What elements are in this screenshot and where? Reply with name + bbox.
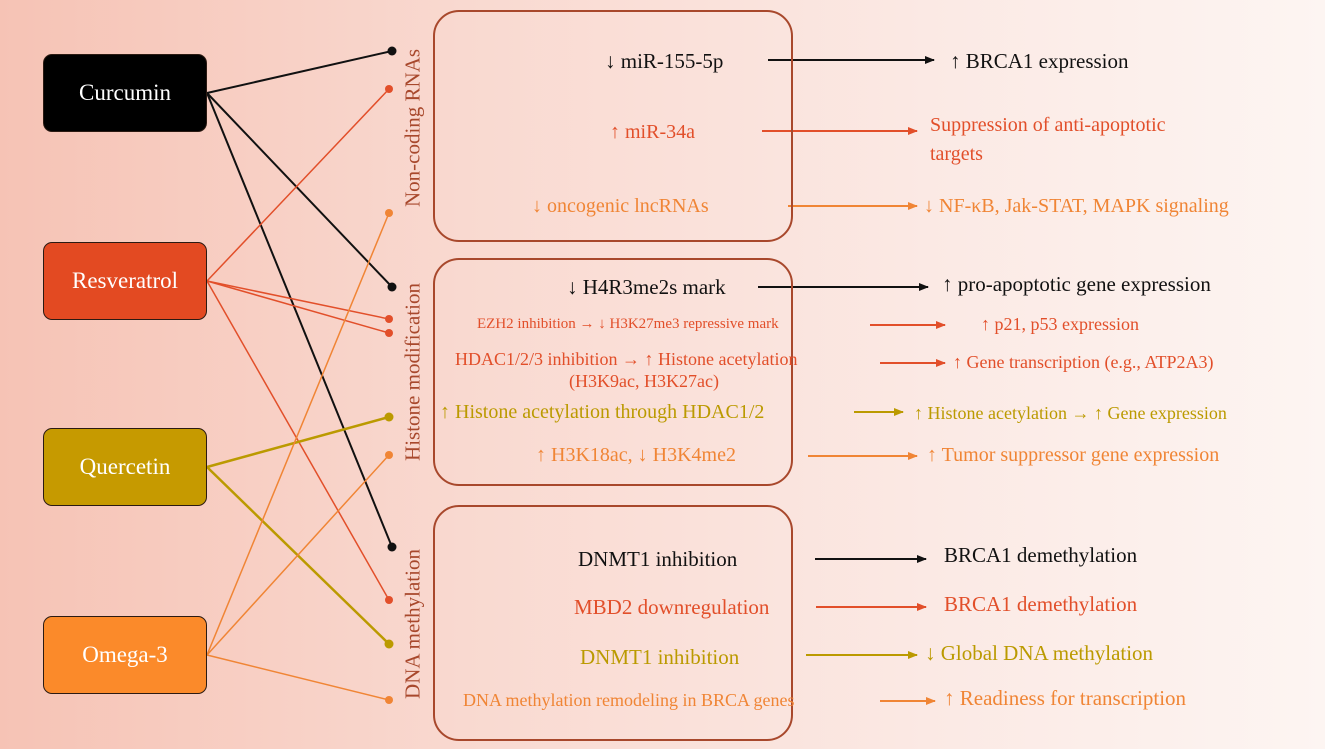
effect-brca1-demethylation-red: BRCA1 demethylation (944, 592, 1138, 616)
node-curcumin-dna (387, 542, 397, 552)
cause-hdac123-line2: (H3K9ac, H3K27ac) (569, 371, 719, 391)
panel-ncrna (433, 10, 793, 242)
connector-curcumin-dna (206, 92, 393, 548)
omega3-connectors (206, 212, 390, 701)
effect-suppression-line2: targets (930, 143, 983, 165)
cause-hdac123-line1: HDAC1/2/3 inhibition → ↑ Histone acetyla… (455, 349, 798, 369)
effect-suppression-line1: Suppression of anti-apoptotic (930, 114, 1166, 136)
connector-omega3-histone (206, 454, 390, 656)
effect-global-dna-methylation: ↓ Global DNA methylation (925, 641, 1154, 665)
effect-brca1-demethylation-black: BRCA1 demethylation (944, 543, 1138, 567)
connector-resveratrol-ncrna (206, 88, 390, 282)
cause-remodeling: DNA methylation remodeling in BRCA genes (463, 690, 795, 710)
cause-ezh2: EZH2 inhibition → ↓ H3K27me3 repressive … (477, 316, 779, 332)
effect-pro-apoptotic: ↑ pro-apoptotic gene expression (942, 272, 1211, 296)
connector-omega3-ncrna (206, 212, 390, 656)
quercetin-connectors (206, 415, 390, 645)
connector-quercetin-histone (206, 415, 390, 469)
effect-gene-transcription: ↑ Gene transcription (e.g., ATP2A3) (953, 352, 1214, 372)
section-label-histone: Histone modification (400, 283, 425, 461)
compound-resveratrol: Resveratrol (43, 242, 207, 320)
node-curcumin-ncrna (387, 46, 397, 56)
connector-curcumin-ncrna (206, 50, 393, 94)
connector-resveratrol-dna (206, 280, 390, 601)
connector-curcumin-histone (206, 92, 393, 288)
effect-signaling: ↓ NF-κB, Jak-STAT, MAPK signaling (924, 195, 1229, 217)
compound-omega3: Omega-3 (43, 616, 207, 694)
panel-dna (433, 505, 793, 741)
cause-dnmt1-olive: DNMT1 inhibition (580, 645, 740, 669)
cause-h4r3me2s: ↓ H4R3me2s mark (567, 275, 726, 299)
cause-h3k18ac: ↑ H3K18ac, ↓ H3K4me2 (536, 444, 736, 466)
compound-curcumin: Curcumin (43, 54, 207, 132)
cause-hdac12: ↑ Histone acetylation through HDAC1/2 (440, 401, 765, 423)
effect-brca1-expression: ↑ BRCA1 expression (950, 49, 1129, 73)
cause-mir155: ↓ miR-155-5p (605, 49, 724, 73)
resveratrol-connectors (206, 88, 390, 601)
effect-p21-p53: ↑ p21, p53 expression (981, 314, 1139, 334)
connector-resveratrol-histone-2 (206, 280, 390, 334)
effect-tumor-suppressor: ↑ Tumor suppressor gene expression (927, 444, 1220, 466)
cause-mir34a: ↑ miR-34a (610, 121, 695, 143)
connector-resveratrol-histone-1 (206, 280, 390, 320)
connector-omega3-dna (206, 654, 390, 701)
section-label-dna: DNA methylation (400, 549, 425, 699)
effect-readiness: ↑ Readiness for transcription (944, 686, 1187, 710)
cause-mbd2: MBD2 downregulation (574, 595, 770, 619)
compound-quercetin: Quercetin (43, 428, 207, 506)
effect-histone-acetylation: ↑ Histone acetylation → ↑ Gene expressio… (914, 403, 1227, 423)
cause-lncrna: ↓ oncogenic lncRNAs (532, 195, 709, 217)
curcumin-connectors (206, 50, 393, 548)
section-label-ncrna: Non-coding RNAs (400, 48, 425, 208)
node-curcumin-histone (387, 282, 397, 292)
panel-histone (433, 258, 793, 486)
cause-dnmt1-black: DNMT1 inhibition (578, 547, 738, 571)
